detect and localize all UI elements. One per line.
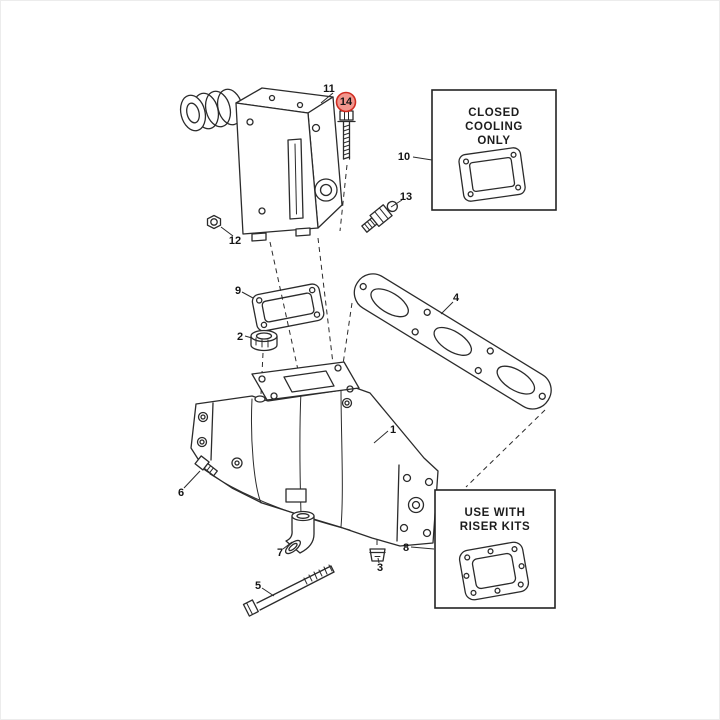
callout-10[interactable]: 10 — [398, 151, 410, 163]
manifold-drawing — [190, 361, 439, 547]
callout-1[interactable]: 1 — [390, 424, 396, 436]
elbow-fitting-drawing — [284, 510, 315, 555]
manifold-gasket-drawing — [353, 273, 552, 410]
riser-gasket-drawing — [458, 541, 530, 601]
closed-cooling-line-1: CLOSED — [468, 107, 520, 119]
callout-5[interactable]: 5 — [255, 580, 261, 592]
callout-9[interactable]: 9 — [235, 285, 241, 297]
callout-14[interactable]: 14 — [340, 96, 353, 108]
hose-fitting-ribs — [179, 88, 244, 132]
callout-4[interactable]: 4 — [453, 292, 460, 304]
callout-7[interactable]: 7 — [277, 547, 283, 559]
nut-drawing — [206, 214, 222, 230]
callout-13[interactable]: 13 — [400, 191, 412, 203]
callout-11[interactable]: 11 — [323, 83, 335, 95]
screw-14-drawing — [337, 110, 356, 160]
callout-3[interactable]: 3 — [377, 562, 383, 574]
elbow-gasket-drawing — [251, 283, 325, 332]
highlight-circle[interactable] — [335, 91, 357, 113]
cap-drawing — [250, 329, 278, 352]
leader-lines — [183, 92, 454, 597]
riser-kits-box: USE WITH RISER KITS — [434, 489, 556, 609]
plug-3-drawing — [369, 548, 386, 562]
cooling-gasket-drawing — [458, 147, 526, 202]
riser-kits-line-2: RISER KITS — [460, 521, 531, 533]
closed-cooling-box: CLOSED COOLING ONLY — [431, 89, 557, 211]
callout-2[interactable]: 2 — [237, 331, 243, 343]
bolt-5-drawing — [242, 564, 335, 617]
fitting-6-drawing — [194, 455, 218, 477]
closed-cooling-line-2: COOLING — [465, 121, 523, 133]
closed-cooling-line-3: ONLY — [477, 135, 510, 147]
callout-8[interactable]: 8 — [403, 542, 409, 554]
callout-14-highlight[interactable]: 14 — [335, 91, 357, 113]
callout-6[interactable]: 6 — [178, 487, 184, 499]
drain-fitting-drawing — [361, 200, 398, 233]
callout-12[interactable]: 12 — [229, 235, 241, 247]
alignment-dashes — [260, 164, 546, 548]
riser-kits-line-1: USE WITH — [464, 507, 525, 519]
exhaust-elbow-drawing — [179, 87, 343, 242]
